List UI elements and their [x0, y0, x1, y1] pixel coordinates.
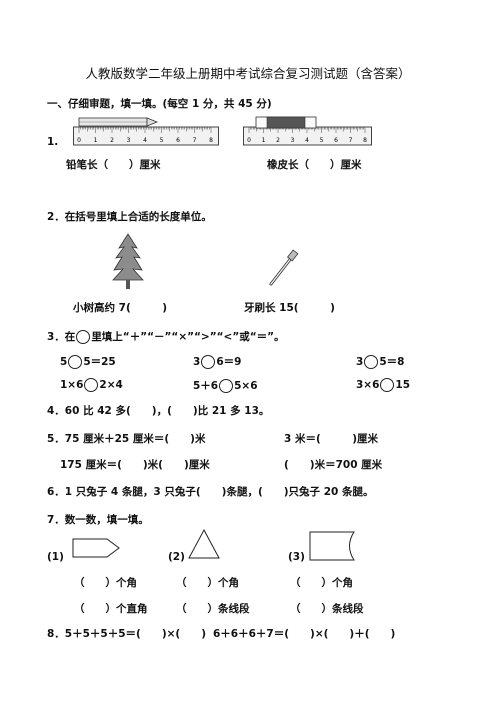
tree-height-blank: 小树高约 7( )	[73, 302, 168, 314]
toothbrush-icon	[269, 249, 299, 286]
q8-part-b: 6＋6＋6＋7＝( )×( )＋( )	[213, 628, 396, 640]
blank-circle-icon	[76, 330, 91, 344]
shape-1-label: (1)	[47, 551, 64, 563]
q6-text: 6．1 只兔子 4 条腿，3 只兔子( )条腿，( )只兔子 20 条腿。	[47, 486, 374, 498]
shape-3-angles: （ ）个角	[290, 577, 353, 589]
ruler-number: 0	[77, 137, 81, 144]
answer-circle[interactable]	[380, 378, 395, 392]
answer-circle[interactable]	[201, 355, 216, 369]
q5-part-c: 175 厘米＝( )米( )厘米	[60, 459, 210, 471]
q2-text: 2．在括号里填上合适的长度单位。	[47, 211, 212, 223]
q5-part-a: 5．75 厘米＋25 厘米＝( )米	[47, 433, 206, 445]
ruler-number: 2	[110, 137, 114, 144]
q5-part-d: ( )米＝700 厘米	[284, 459, 383, 471]
shape-1-right-angles: （ ）个直角	[74, 603, 148, 615]
ruler-number: 5	[320, 137, 324, 144]
page-title: 人教版数学二年级上册期中考试综合复习测试题（含答案）	[85, 66, 411, 81]
ruler-number: 8	[363, 137, 367, 144]
shape-1-angles: （ ）个角	[74, 577, 137, 589]
triangle-shape	[188, 528, 220, 559]
toothbrush-length-blank: 牙刷长 15( )	[244, 302, 335, 314]
ruler-number: 7	[193, 137, 197, 144]
notched-rectangle-shape	[309, 531, 355, 561]
ruler-number: 0	[247, 137, 251, 144]
ruler-number: 6	[334, 137, 338, 144]
pencil-length-blank: 铅笔长（ ）厘米	[66, 159, 161, 171]
q3-instruction: 3．在里填上“＋”“－”“×”“>”“<”或“＝”。	[47, 330, 285, 344]
arrow-pentagon-shape	[72, 538, 120, 558]
answer-circle[interactable]	[84, 378, 99, 392]
ruler-number: 1	[262, 137, 266, 144]
shape-2-label: (2)	[168, 551, 185, 563]
ruler-number: 2	[276, 137, 280, 144]
ruler-number: 5	[160, 137, 164, 144]
ruler-number: 4	[305, 137, 309, 144]
ruler-number: 3	[291, 137, 295, 144]
eraser-ruler-figure: 0 1 2 3 4 5 6 7 8	[243, 116, 372, 146]
ruler-number: 1	[94, 137, 98, 144]
tree-icon	[112, 233, 144, 289]
shape-2-angles: （ ）个角	[176, 577, 239, 589]
ruler-number: 3	[127, 137, 131, 144]
pencil-ruler-figure: 0 1 2 3 4 5 6 7 8	[73, 117, 219, 146]
q7-text: 7．数一数，填一填。	[47, 514, 149, 526]
ruler-number: 7	[349, 137, 353, 144]
shape-3-segments: （ ）条线段	[290, 603, 364, 615]
shape-3-label: (3)	[288, 551, 305, 563]
ruler-number: 8	[209, 137, 213, 144]
shape-2-segments: （ ）条线段	[176, 603, 250, 615]
answer-circle[interactable]	[364, 355, 379, 369]
q8-part-a: 8．5＋5＋5＋5＝( )×( )	[47, 628, 207, 640]
q5-part-b: 3 米＝( )厘米	[284, 433, 379, 445]
q4-text: 4．60 比 42 多( )，( )比 21 多 13。	[47, 405, 270, 417]
ruler-number: 4	[143, 137, 147, 144]
answer-circle[interactable]	[219, 379, 234, 393]
section-heading: 一、仔细审题，填一填。(每空 1 分，共 45 分)	[47, 98, 272, 110]
q1-number: 1.	[47, 136, 59, 148]
ruler-number: 6	[176, 137, 180, 144]
eraser-length-blank: 橡皮长（ ）厘米	[267, 159, 362, 171]
answer-circle[interactable]	[68, 355, 83, 369]
